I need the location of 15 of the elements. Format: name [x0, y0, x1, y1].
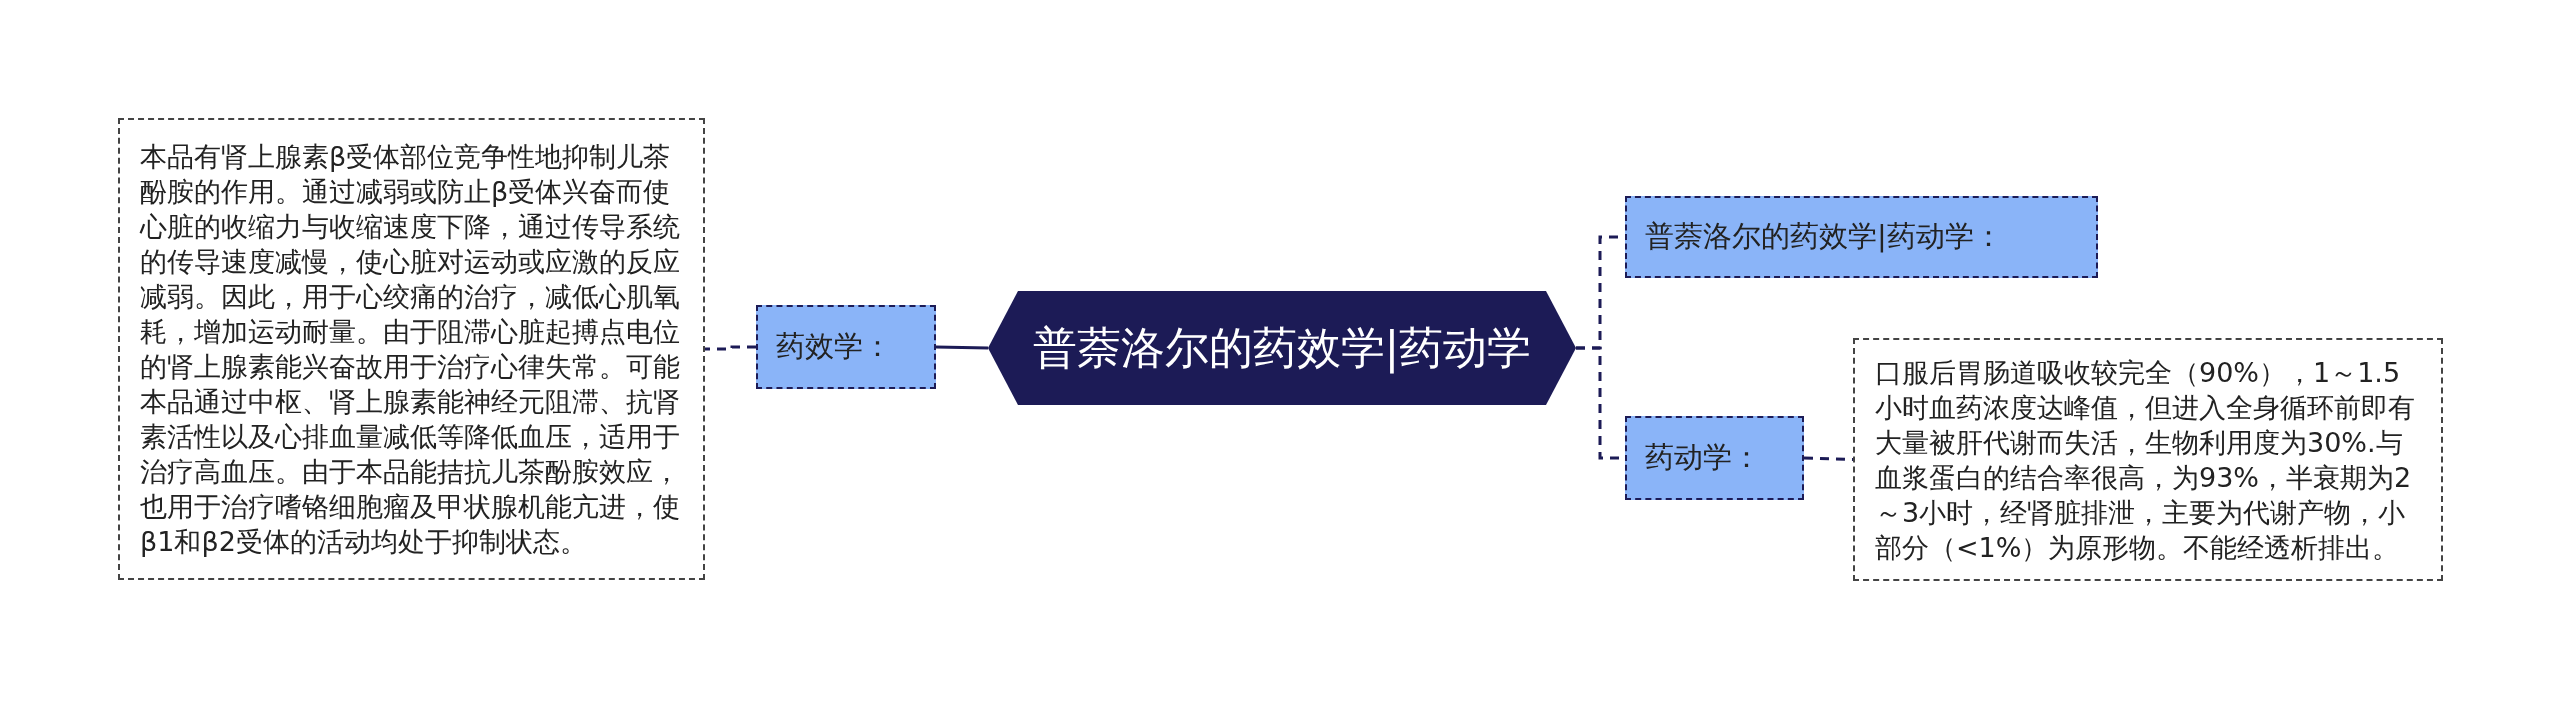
- central-topic-hexagon: [988, 291, 1576, 405]
- note-text: 口服后胃肠道吸收较完全（90%），1～1.5小时血药浓度达峰值，但进入全身循环前即有大量被肝代谢而失活，生物利用度为30%.与血浆蛋白的结合率很高，为93%，半衰期为2～3小时，经肾脏排泄，主要为代谢产物，小部分（<1%）为原形物。不能经透析排出。: [1875, 355, 2416, 565]
- note-box: [1853, 338, 2443, 581]
- topic-label: 药效学：: [776, 328, 892, 365]
- topic-title: 普萘洛尔的药效学|药动学: [1032, 320, 1532, 376]
- topic-box: [1625, 196, 2098, 278]
- note-box: [118, 118, 705, 580]
- topic-box: [1625, 416, 1804, 500]
- connector-line: [935, 345, 989, 350]
- connector-line: [1803, 456, 1854, 461]
- topic-box: [756, 305, 936, 389]
- connector-line: [705, 345, 756, 351]
- note-text: 本品有肾上腺素β受体部位竞争性地抑制儿茶酚胺的作用。通过减弱或防止β受体兴奋而使心脏的收缩力与收缩速度下降，通过传导系统的传导速度减慢，使心脏对运动或应激的反应减弱。因此，用于心绞痛的治疗，减低心肌氧耗，增加运动耐量。由于阻滞心脏起搏点电位的肾上腺素能兴奋故用于治疗心律失常。可能本品通过中枢、肾上腺素能神经元阻滞、抗肾素活性以及心排血量减低等降低血压，适用于治疗高血压。由于本品能拮抗儿茶酚胺效应，也用于治疗嗜铬细胞瘤及甲状腺机能亢进，使β1和β2受体的活动均处于抑制状态。: [140, 140, 681, 559]
- topic-label: 普萘洛尔的药效学|药动学：: [1645, 218, 2003, 255]
- topic-label: 药动学：: [1645, 439, 1761, 476]
